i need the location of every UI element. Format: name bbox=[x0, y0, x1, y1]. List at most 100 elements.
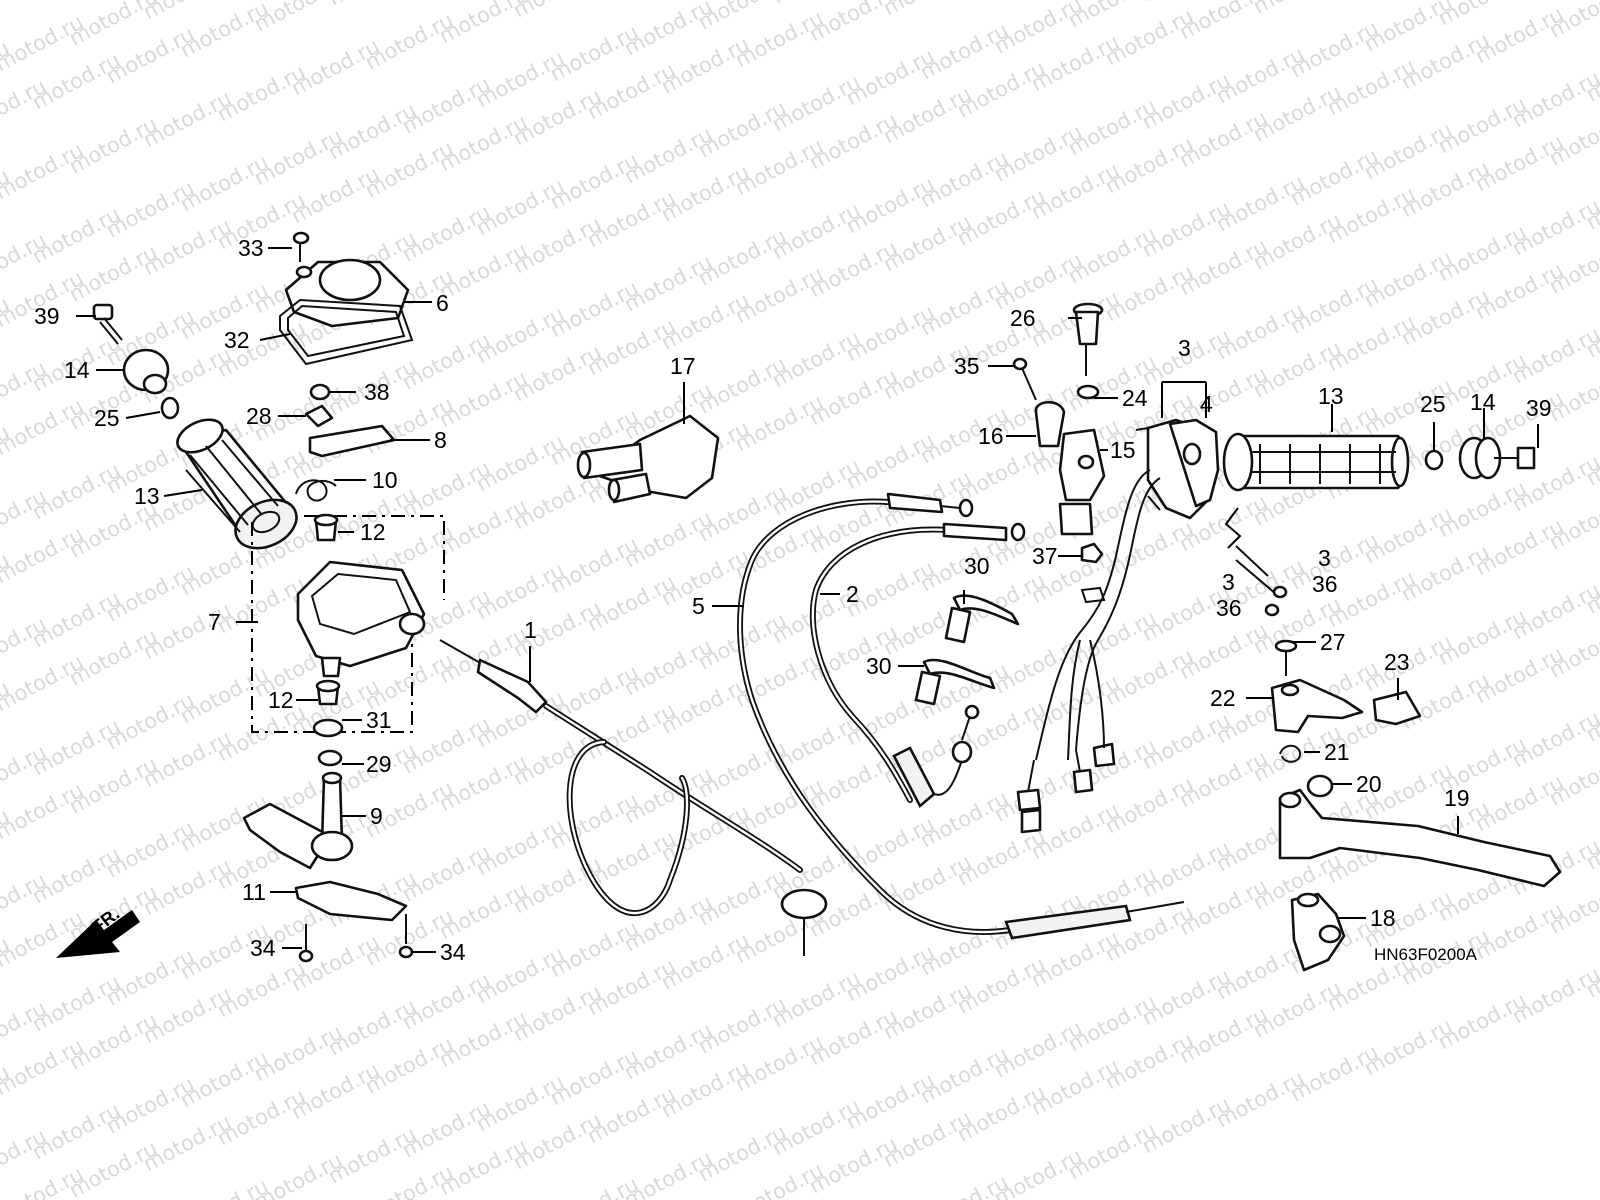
nut-37 bbox=[1080, 542, 1104, 564]
spring-21 bbox=[1279, 744, 1302, 763]
screw-35 bbox=[1012, 357, 1037, 401]
callout-17: 17 bbox=[670, 353, 696, 379]
callout-18: 18 bbox=[1370, 905, 1396, 931]
callout-33: 33 bbox=[238, 235, 264, 261]
seal-31 bbox=[312, 718, 344, 738]
bolt-39-right bbox=[1494, 446, 1536, 470]
holder-18 bbox=[1290, 892, 1346, 972]
callout-12-upper: 12 bbox=[360, 519, 386, 545]
callout-12-lower: 12 bbox=[268, 687, 294, 713]
callout-30-lower: 30 bbox=[866, 653, 892, 679]
callout-34-right: 34 bbox=[440, 939, 466, 965]
callout-11: 11 bbox=[242, 879, 266, 905]
cover-6 bbox=[284, 258, 410, 328]
callout-9: 9 bbox=[370, 803, 383, 829]
master-cylinder-15 bbox=[1058, 428, 1106, 536]
gasket-32 bbox=[279, 298, 414, 366]
callout-26: 26 bbox=[1010, 305, 1036, 331]
callout-32: 32 bbox=[224, 327, 250, 353]
screws-34 bbox=[298, 914, 414, 963]
band-30-lower bbox=[914, 658, 996, 706]
callout-36-left: 36 bbox=[1216, 595, 1242, 621]
callout-37: 37 bbox=[1032, 543, 1058, 569]
callout-27: 27 bbox=[1320, 629, 1346, 655]
cap-20 bbox=[1306, 774, 1334, 798]
callout-36-right: 36 bbox=[1312, 571, 1338, 597]
grip-13-right bbox=[1222, 432, 1410, 492]
cap-17 bbox=[576, 414, 720, 504]
callout-10: 10 bbox=[372, 467, 398, 493]
diagram-code: HN63F0200A bbox=[1374, 945, 1478, 964]
washer-29 bbox=[317, 749, 343, 767]
nut-38 bbox=[309, 383, 331, 401]
callout-38: 38 bbox=[364, 379, 390, 405]
boot-12-lower bbox=[315, 679, 341, 706]
brake-lever-19 bbox=[1278, 788, 1562, 888]
callout-1: 1 bbox=[524, 617, 537, 643]
spring-10 bbox=[295, 479, 337, 502]
clamp-16 bbox=[1034, 400, 1066, 448]
watermark-text: motod.ru bbox=[879, 0, 975, 20]
band-30-upper bbox=[944, 594, 1020, 644]
callout-4: 4 bbox=[1200, 391, 1213, 417]
callout-31: 31 bbox=[366, 707, 392, 733]
callout-16: 16 bbox=[978, 423, 1004, 449]
callout-5: 5 bbox=[692, 593, 705, 619]
cable-5 bbox=[737, 492, 1185, 940]
callout-30-upper: 30 bbox=[964, 553, 990, 579]
callout-14-right: 14 bbox=[1470, 389, 1496, 415]
clip-28 bbox=[304, 404, 334, 428]
screw-33 bbox=[292, 231, 310, 262]
callout-24: 24 bbox=[1122, 385, 1148, 411]
callout-39-left: 39 bbox=[34, 303, 60, 329]
washer-24 bbox=[1076, 384, 1100, 400]
arm-8 bbox=[308, 424, 396, 458]
leader-lines bbox=[76, 247, 1539, 953]
boot-12-upper bbox=[313, 513, 339, 542]
harness-3 bbox=[1016, 469, 1161, 834]
throttle-housing-7 bbox=[296, 560, 426, 678]
callout-3-right: 3 bbox=[1318, 545, 1331, 571]
bolt-39-left bbox=[92, 303, 123, 345]
end-weight-14-right bbox=[1458, 436, 1502, 480]
throttle-lever-9 bbox=[242, 771, 354, 870]
screws-36 bbox=[1235, 545, 1288, 617]
plate-11 bbox=[294, 880, 408, 922]
collar-25-left bbox=[160, 396, 180, 420]
cable-2 bbox=[809, 522, 1026, 809]
callout-14-left: 14 bbox=[64, 357, 90, 383]
callout-3-left: 3 bbox=[1222, 569, 1235, 595]
callout-25-right: 25 bbox=[1420, 391, 1446, 417]
callout-23: 23 bbox=[1384, 649, 1410, 675]
throttle-cable-1 bbox=[439, 639, 828, 956]
callout-7: 7 bbox=[208, 609, 221, 635]
callout-22: 22 bbox=[1210, 685, 1236, 711]
bolt-26 bbox=[1072, 302, 1104, 376]
callout-19: 19 bbox=[1444, 785, 1470, 811]
callout-21: 21 bbox=[1324, 739, 1350, 765]
callout-34-left: 34 bbox=[250, 935, 276, 961]
callout-28: 28 bbox=[246, 403, 272, 429]
pad-23 bbox=[1372, 690, 1422, 726]
watermark-text: motod.ru bbox=[509, 0, 605, 22]
callout-3-top: 3 bbox=[1178, 335, 1191, 361]
callout-6: 6 bbox=[436, 290, 449, 316]
callout-39-right: 39 bbox=[1526, 395, 1552, 421]
callout-20: 20 bbox=[1356, 771, 1382, 797]
bracket-22 bbox=[1270, 678, 1364, 734]
watermark-text: motod.ru bbox=[324, 0, 420, 10]
bolt-27 bbox=[1274, 639, 1298, 676]
watermark-text: motod.ru bbox=[1249, 0, 1345, 18]
callout-13-left: 13 bbox=[134, 483, 160, 509]
callout-2: 2 bbox=[846, 581, 859, 607]
callout-13-right: 13 bbox=[1318, 383, 1344, 409]
collar-25-right bbox=[1424, 449, 1444, 471]
end-weight-14-left bbox=[122, 348, 170, 395]
callout-labels: 33 6 32 39 14 25 13 38 28 8 10 12 7 12 3… bbox=[34, 235, 1552, 965]
front-arrow bbox=[56, 910, 140, 958]
callout-35: 35 bbox=[954, 353, 980, 379]
switch-housing-4 bbox=[1135, 418, 1220, 520]
callout-29: 29 bbox=[366, 751, 392, 777]
